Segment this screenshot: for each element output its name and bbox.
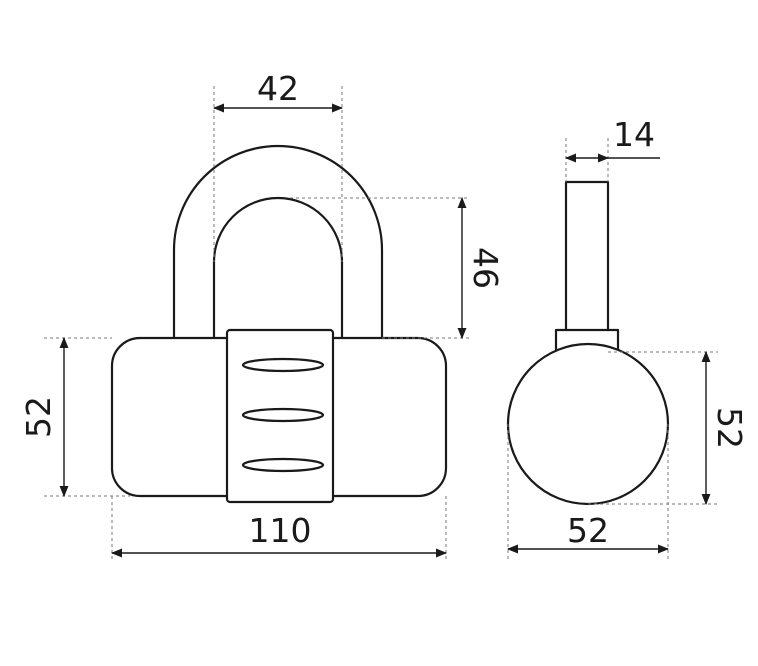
dim-label-14: 14 [613,115,655,154]
side-shackle [564,180,610,334]
dim-label-46: 46 [466,247,505,289]
dim-label-110: 110 [249,511,312,550]
dim-side-body-height: 52 [701,350,749,506]
front-view: 42 46 52 110 [19,69,505,562]
dial-slot-top [241,357,325,373]
dim-shackle-thickness: 14 [564,115,660,163]
dim-label-52-side-horizontal: 52 [567,511,609,550]
front-shackle [172,144,384,340]
dial-slot-middle [241,407,325,423]
dim-body-height: 52 [19,336,69,498]
dim-side-body-diameter: 52 [506,511,670,554]
side-lock-body [506,342,670,506]
dim-shackle-width: 42 [212,69,344,113]
dim-body-width: 110 [110,511,448,558]
dim-shackle-height: 46 [457,196,505,340]
dim-label-42: 42 [257,69,299,108]
dim-label-52-front: 52 [19,396,58,438]
combination-dial-housing [225,328,335,504]
side-extension-lines [507,138,718,560]
dial-slot-bottom [241,457,325,473]
side-view: 14 52 52 [506,115,749,560]
dim-label-52-side-vertical: 52 [710,407,749,449]
